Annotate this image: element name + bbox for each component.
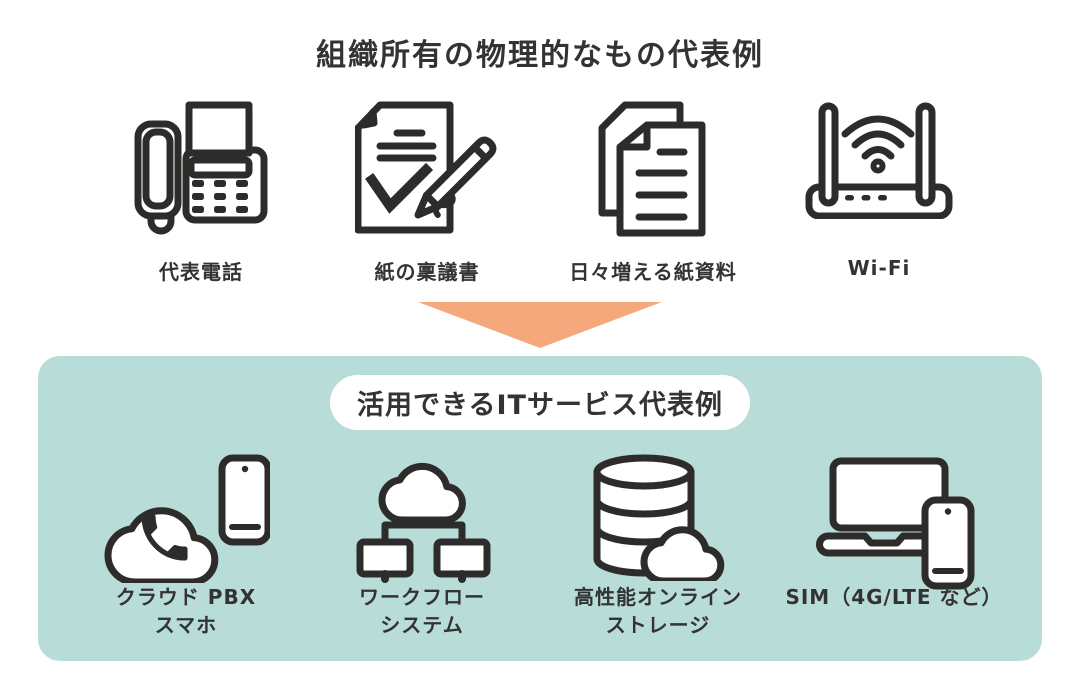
physical-item-phone: 代表電話 [88, 100, 314, 285]
it-title-pill: 活用できるITサービス代表例 [330, 375, 750, 430]
physical-item-label: 紙の稟議書 [374, 260, 480, 284]
paper-stack-icon [597, 100, 709, 240]
top-section-title: 組織所有の物理的なもの代表例 [316, 38, 764, 73]
it-item-label: ワークフロー システム [359, 585, 485, 637]
it-item-label: クラウド PBX スマホ [115, 585, 257, 637]
it-item-sim: SIM（4G/LTE など） [776, 453, 1012, 639]
it-services-panel: 活用できるITサービス代表例 [38, 356, 1042, 661]
down-arrow [418, 302, 662, 348]
online-storage-icon [588, 453, 728, 583]
it-item-label: 高性能オンライン ストレージ [574, 585, 742, 637]
physical-item-papers: 日々増える紙資料 [540, 100, 766, 285]
fax-phone-icon [134, 100, 269, 240]
it-items-row: クラウド PBX スマホ [68, 453, 1012, 639]
physical-items-row: 代表電話 紙の稟議書 [88, 100, 992, 285]
physical-item-wifi: Wi-Fi [766, 100, 992, 285]
wifi-router-icon [804, 100, 954, 240]
physical-item-label: 代表電話 [159, 260, 243, 284]
physical-item-label: Wi-Fi [847, 256, 911, 280]
workflow-icon [351, 453, 494, 583]
it-section-title: 活用できるITサービス代表例 [357, 390, 723, 421]
it-item-workflow: ワークフロー システム [304, 453, 540, 639]
it-item-storage: 高性能オンライン ストレージ [540, 453, 776, 639]
approval-document-icon [354, 100, 500, 240]
it-item-label: SIM（4G/LTE など） [785, 585, 1003, 609]
sim-devices-icon [813, 453, 975, 590]
physical-item-approval-doc: 紙の稟議書 [314, 100, 540, 285]
cloud-pbx-icon [102, 453, 270, 583]
it-item-cloud-pbx: クラウド PBX スマホ [68, 453, 304, 639]
physical-item-label: 日々増える紙資料 [569, 260, 737, 284]
